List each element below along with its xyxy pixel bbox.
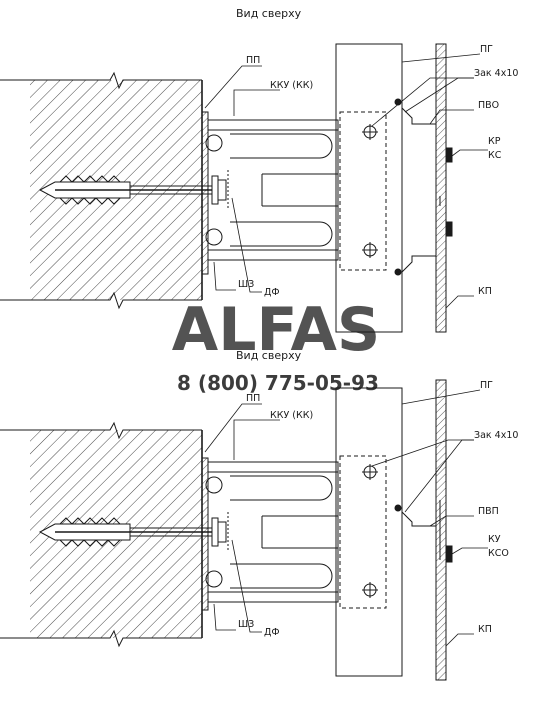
- top-label-zak: Зак 4х10: [474, 68, 518, 79]
- top-clamp: [401, 43, 453, 333]
- top-guide-profile: [335, 43, 403, 333]
- bottom-label-pg: ПГ: [480, 380, 493, 391]
- bottom-label-kp: КП: [478, 624, 492, 635]
- top-label-pvo: ПВО: [478, 100, 499, 111]
- top-label-kp: КП: [478, 286, 492, 297]
- top-view: Вид сверху: [0, 7, 518, 333]
- bottom-label-pp: ПП: [246, 393, 260, 404]
- top-anchor: [38, 170, 229, 210]
- bottom-anchor: [38, 512, 229, 552]
- bottom-label-shz: ШЗ: [238, 619, 254, 630]
- top-label-kku: ККУ (КК): [270, 80, 313, 91]
- top-leaders: [204, 53, 488, 309]
- watermark: ALFAS 8 (800) 775-05-93: [172, 295, 380, 395]
- bottom-label-pvp: ПВП: [478, 506, 499, 517]
- top-pad: [201, 111, 209, 275]
- top-label-pg: ПГ: [480, 44, 493, 55]
- watermark-brand: ALFAS: [172, 295, 380, 365]
- bottom-label-kku: ККУ (КК): [270, 410, 313, 421]
- top-view-title: Вид сверху: [236, 7, 302, 20]
- top-label-df: ДФ: [264, 287, 280, 298]
- top-label-pp: ПП: [246, 55, 260, 66]
- bottom-label-kso: КСО: [488, 548, 509, 559]
- bottom-label-df: ДФ: [264, 627, 280, 638]
- top-label-kr: КР: [488, 136, 501, 147]
- bottom-label-ku: КУ: [488, 534, 501, 545]
- bottom-bracket: [205, 461, 339, 603]
- bottom-clamp: [401, 379, 453, 681]
- bottom-guide-profile: [335, 387, 403, 677]
- watermark-phone: 8 (800) 775-05-93: [177, 371, 379, 395]
- bottom-view-title: Вид сверху: [236, 349, 302, 362]
- bottom-label-zak: Зак 4х10: [474, 430, 518, 441]
- top-label-shz: ШЗ: [238, 279, 254, 290]
- bottom-leaders: [204, 389, 488, 647]
- bottom-view: Вид сверху: [0, 349, 518, 681]
- top-label-ks: КС: [488, 150, 502, 161]
